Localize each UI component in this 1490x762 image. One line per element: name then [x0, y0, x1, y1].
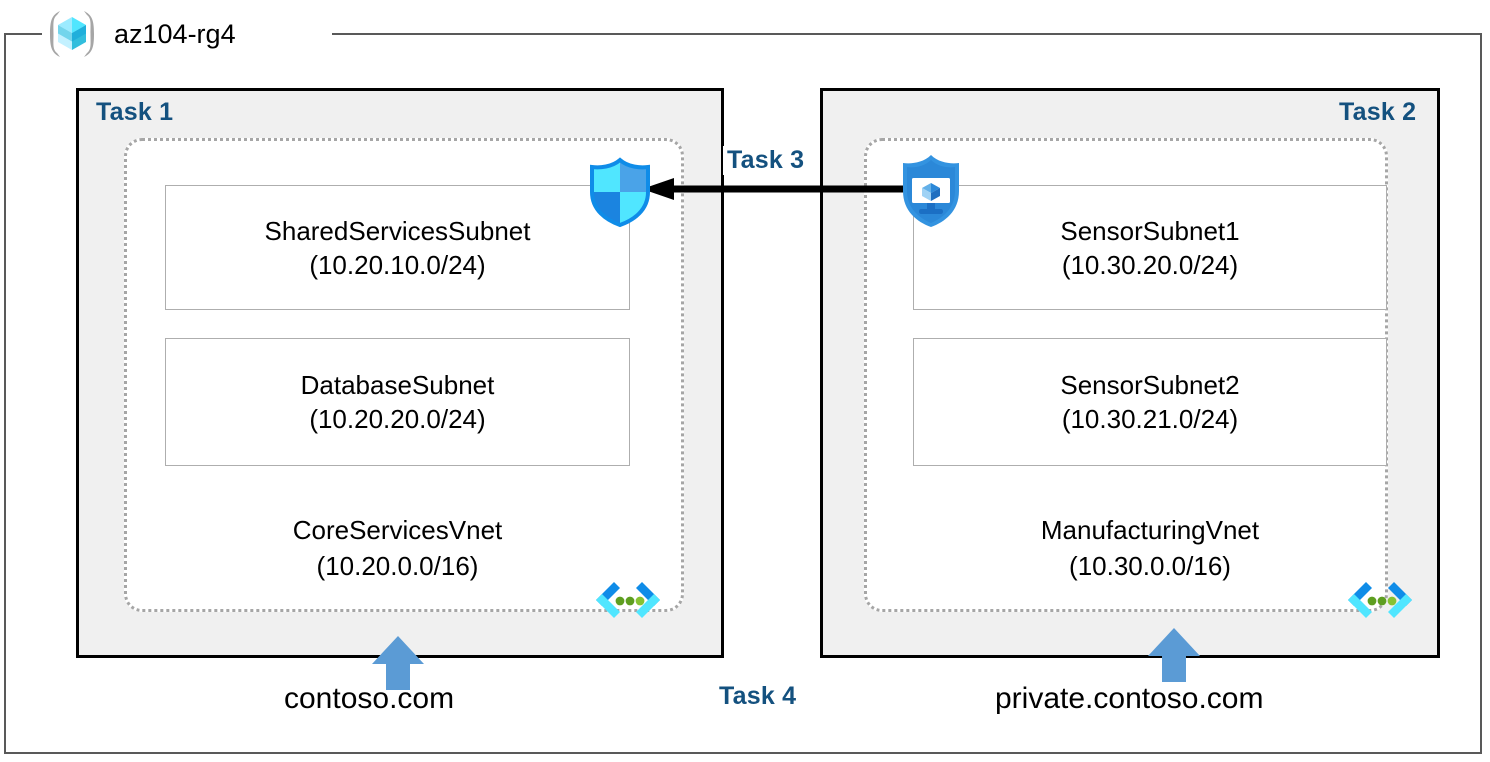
- resource-group-boundary: [4, 33, 1482, 754]
- dns-up-arrow-icon: [1148, 628, 1200, 682]
- subnet-name: SharedServicesSubnet: [264, 215, 531, 246]
- peering-arrow-left-icon: [642, 178, 918, 200]
- subnet-name: DatabaseSubnet: [300, 370, 495, 400]
- vnet-name: CoreServicesVnet: [292, 515, 503, 545]
- subnet-databasesubnet: DatabaseSubnet (10.20.20.0/24): [165, 338, 630, 466]
- subnet-name: SensorSubnet2: [1060, 370, 1240, 400]
- resource-group-cube-icon: [44, 8, 100, 60]
- subnet-cidr: (10.30.21.0/24): [1061, 404, 1239, 434]
- dns-up-arrow-icon: [372, 636, 424, 690]
- vnet-manufacturing-caption: ManufacturingVnet (10.30.0.0/16): [913, 512, 1387, 584]
- task2-label: Task 2: [1339, 98, 1417, 126]
- subnet-cidr: (10.20.10.0/24): [309, 249, 486, 280]
- vnet-name: ManufacturingVnet: [1040, 515, 1260, 545]
- subnet-cidr: (10.20.20.0/24): [309, 404, 486, 434]
- vnet-core-services-caption: CoreServicesVnet (10.20.0.0/16): [165, 512, 630, 584]
- subnet-sensorsubnet2: SensorSubnet2 (10.30.21.0/24): [913, 338, 1387, 466]
- service-endpoint-icon: [592, 578, 664, 626]
- dns-zone-label-contoso: contoso.com: [284, 682, 455, 715]
- service-endpoint-icon: [1344, 578, 1416, 626]
- subnet-name: SensorSubnet1: [1060, 215, 1240, 246]
- subnet-cidr: (10.30.20.0/24): [1061, 249, 1239, 280]
- firewall-shield-icon: [584, 156, 656, 228]
- subnet-sharedservicessubnet: SharedServicesSubnet (10.20.10.0/24): [165, 185, 630, 310]
- resource-group-header: az104-rg4: [44, 8, 244, 60]
- dns-zone-label-private-contoso: private.contoso.com: [995, 682, 1264, 715]
- protected-vm-shield-icon: [898, 152, 964, 230]
- task4-label: Task 4: [719, 682, 797, 710]
- vnet-cidr: (10.30.0.0/16): [1069, 551, 1231, 581]
- subnet-sensorsubnet1: SensorSubnet1 (10.30.20.0/24): [913, 185, 1387, 310]
- task3-label: Task 3: [723, 146, 809, 175]
- vnet-cidr: (10.20.0.0/16): [316, 551, 479, 581]
- task1-label: Task 1: [96, 98, 174, 126]
- resource-group-name: az104-rg4: [114, 18, 244, 50]
